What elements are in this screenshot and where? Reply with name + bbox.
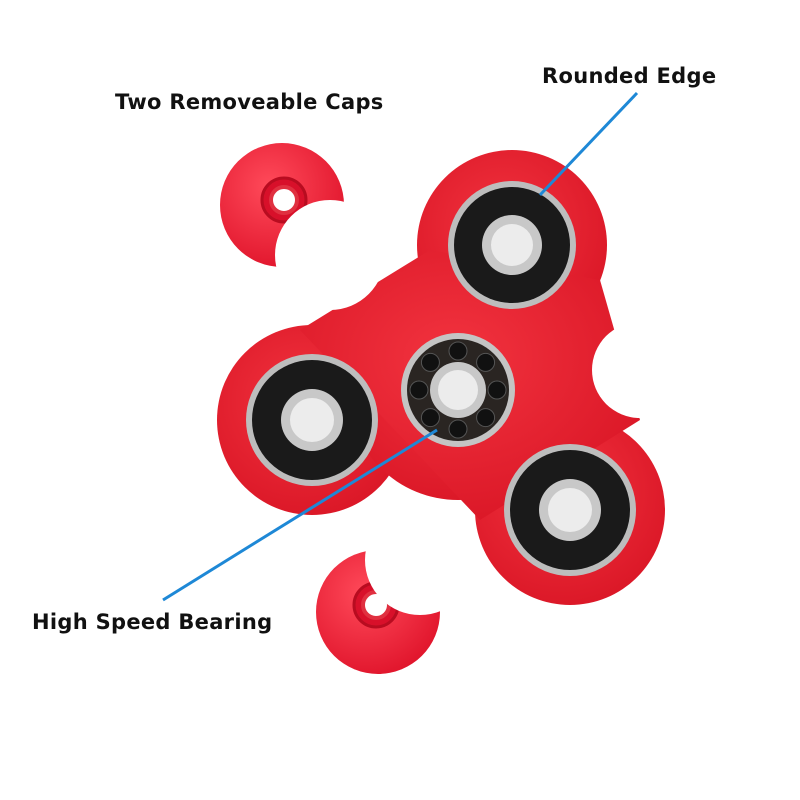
- bearing-left: [246, 354, 378, 486]
- bearing-ball: [409, 380, 429, 400]
- bearing-ball: [476, 408, 496, 428]
- label-removeable-caps: Two Removeable Caps: [115, 90, 384, 114]
- bearing-bottom-right: [504, 444, 636, 576]
- bearing-ball: [448, 419, 468, 439]
- bearing-ball: [476, 352, 496, 372]
- bearing-top: [448, 181, 576, 309]
- bearing-ball: [487, 380, 507, 400]
- callout-line-bearing: [162, 428, 438, 602]
- label-high-speed-bearing: High Speed Bearing: [32, 610, 273, 634]
- label-rounded-edge: Rounded Edge: [542, 64, 717, 88]
- bearing-ball: [420, 408, 440, 428]
- center-bearing: [401, 333, 515, 447]
- callout-line-edge: [538, 91, 639, 197]
- bearing-ball: [420, 352, 440, 372]
- bearing-ball: [448, 341, 468, 361]
